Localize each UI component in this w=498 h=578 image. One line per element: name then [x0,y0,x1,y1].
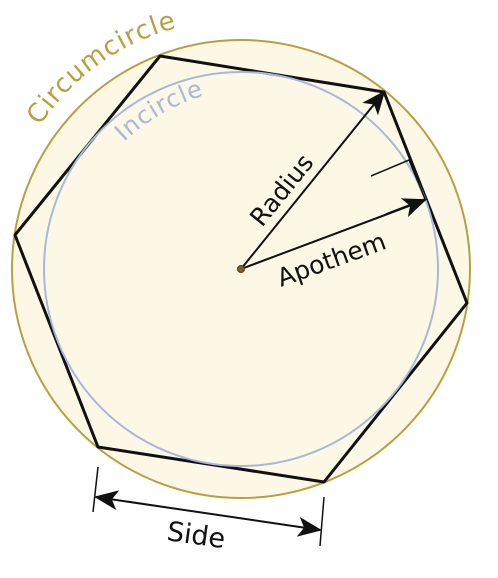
side-label: Side [165,516,227,555]
side-extension-right [319,496,325,547]
side-dimension-arrow [94,490,322,537]
apothem-arrow [240,198,427,270]
incircle [43,71,439,467]
center-point [237,265,245,273]
radius-arrow [240,90,386,270]
side-extension-left [92,466,99,513]
